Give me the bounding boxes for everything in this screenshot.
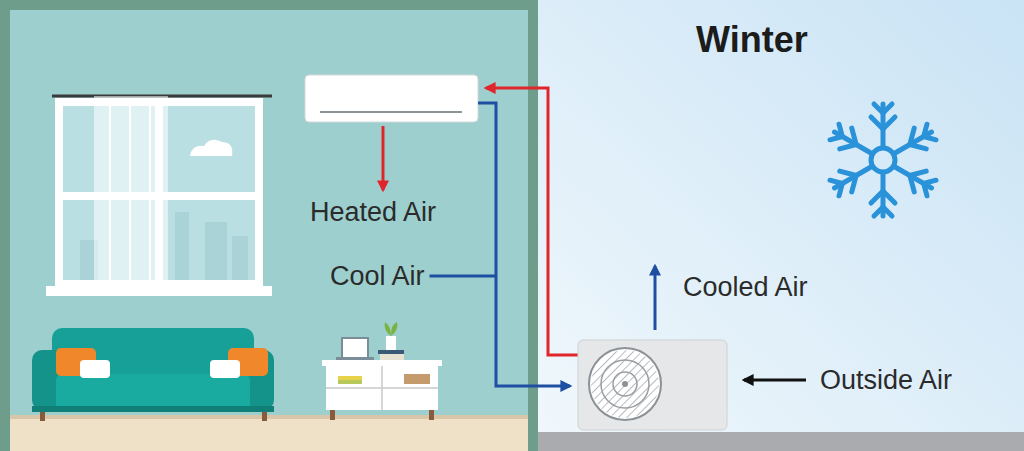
- cool-air-label: Cool Air: [330, 260, 425, 292]
- side-table: [322, 322, 442, 420]
- snowflake-arm: [871, 174, 895, 216]
- table-leg: [330, 410, 335, 420]
- table-line: [381, 366, 383, 410]
- diagram-title: Winter: [696, 18, 808, 61]
- sky: [530, 0, 1024, 451]
- laptop: [342, 338, 368, 358]
- snowflake-arm: [871, 104, 895, 146]
- table-body: [326, 366, 438, 410]
- book: [380, 354, 404, 360]
- sofa-seat: [56, 374, 250, 410]
- floor-edge: [10, 415, 528, 419]
- outside-air-arrow: [744, 379, 806, 382]
- indoor-unit-vent: [320, 111, 462, 113]
- ground: [530, 432, 1024, 451]
- hot-line: [486, 88, 578, 355]
- indoor-unit-body: [305, 75, 478, 122]
- table-leg: [429, 410, 434, 420]
- cool-air-leader: [430, 275, 496, 278]
- sofa-leg: [262, 412, 267, 421]
- window-pane: [163, 200, 255, 280]
- sofa-base: [32, 406, 274, 412]
- indoor-unit: [305, 75, 478, 122]
- building: [175, 212, 189, 280]
- pillow: [80, 360, 110, 378]
- snowflake-arm: [889, 157, 937, 199]
- sofa-back: [52, 328, 254, 378]
- table-top: [322, 360, 442, 366]
- building: [205, 222, 227, 280]
- window: [46, 96, 272, 296]
- curtain-fold: [109, 98, 111, 284]
- book: [338, 380, 362, 384]
- curtain-fold: [129, 98, 131, 284]
- laptop-base: [336, 357, 374, 360]
- outside-air-label: Outside Air: [820, 364, 952, 396]
- fan-ring: [601, 360, 649, 408]
- cool-line: [478, 103, 570, 386]
- curtain: [94, 96, 168, 284]
- snowflake-arm: [889, 122, 937, 164]
- building: [232, 236, 248, 280]
- outdoor-unit: [578, 340, 727, 430]
- cooled-air-label: Cooled Air: [683, 271, 808, 303]
- book: [378, 350, 404, 354]
- fan-grille: [589, 348, 661, 420]
- sofa-leg: [40, 412, 45, 421]
- heated-air-arrow: [382, 126, 385, 190]
- snowflake-arm: [829, 157, 877, 199]
- sofa: [32, 328, 274, 421]
- fan: [589, 348, 661, 420]
- curtain-fold: [149, 98, 151, 284]
- window-pane: [163, 106, 255, 192]
- cooled-air-arrow: [654, 266, 657, 330]
- cloud: [190, 140, 232, 156]
- plant: [385, 322, 398, 336]
- window-sill: [46, 286, 272, 296]
- pillow: [210, 360, 240, 378]
- drawer-item: [404, 374, 430, 384]
- snowflake-core: [871, 148, 895, 172]
- fan-ring: [613, 372, 637, 396]
- room-wall: [10, 10, 528, 422]
- snowflake-arm: [829, 122, 877, 164]
- snowflake: [829, 104, 938, 216]
- room-floor: [10, 418, 528, 451]
- outdoor-unit-body: [578, 340, 727, 430]
- book: [338, 376, 362, 380]
- plant-pot: [386, 336, 396, 350]
- room-frame: [0, 0, 538, 451]
- heated-air-label: Heated Air: [310, 196, 436, 228]
- fan-hub: [622, 381, 628, 387]
